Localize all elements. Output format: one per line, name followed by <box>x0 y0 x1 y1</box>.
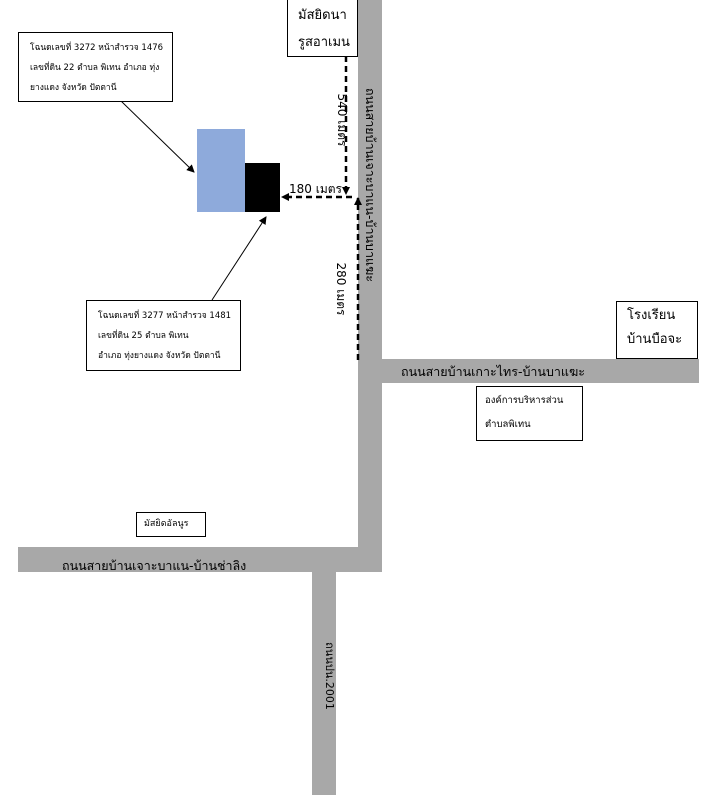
landmark-mosque-rusoamen: มัสยิดนา รูสอาเมน <box>287 0 358 57</box>
landmark-school-line1: โรงเรียน <box>627 308 676 323</box>
deed-upper-line3: ยางแดง จังหวัด ปัตตานี <box>30 83 117 93</box>
deed-box-lower: โฉนดเลขที่ 3277 หน้าสำรวจ 1481 เลขที่ดิน… <box>86 300 241 371</box>
landmark-tao-office-line2: ตำบลพิเทน <box>485 419 531 430</box>
landmark-mosque-rusoamen-line2: รูสอาเมน <box>298 35 350 50</box>
pointer-arrow-upper <box>119 99 195 173</box>
road-bottom-vertical <box>312 547 336 795</box>
landmark-school-line2: บ้านบือจะ <box>627 332 683 347</box>
deed-lower-line1: โฉนดเลขที่ 3277 หน้าสำรวจ 1481 <box>98 311 232 321</box>
pointer-arrow-lower <box>211 216 267 301</box>
landmark-mosque-rusoamen-line1: มัสยิดนา <box>298 8 347 23</box>
deed-lower-line3: อำเภอ ทุ่งยางแดง จังหวัด ปัตตานี <box>98 351 221 361</box>
landmark-tao-office-line1: องค์การบริหารส่วน <box>485 395 564 406</box>
landmark-school: โรงเรียน บ้านบือจะ <box>616 301 698 359</box>
distance-label-west: 180 เมตร <box>289 182 342 196</box>
road-main-vertical <box>358 0 382 572</box>
landmark-tao-office: องค์การบริหารส่วน ตำบลพิเทน <box>476 386 583 441</box>
land-plot-upper <box>197 129 245 212</box>
land-plot-lower <box>245 163 280 212</box>
road-middle-horizontal <box>358 359 699 383</box>
distance-label-north: 540 เมตร <box>335 93 349 147</box>
landmark-mosque-small: มัสยิดอัลนูร <box>136 512 206 537</box>
deed-upper-line2: เลขที่ดิน 22 ตำบล พิเทน อำเภอ ทุ่ง <box>30 63 160 73</box>
deed-upper-line1: โฉนดเลขที่ 3272 หน้าสำรวจ 1476 <box>30 43 164 53</box>
deed-box-upper: โฉนดเลขที่ 3272 หน้าสำรวจ 1476 เลขที่ดิน… <box>18 32 173 102</box>
road-label-bottom-horizontal: ถนนสายบ้านเจาะบาแน-บ้านช่าลิง <box>62 558 247 573</box>
road-label-middle-horizontal: ถนนสายบ้านเกาะไทร-บ้านบาแฆะ <box>401 364 585 379</box>
deed-lower-line2: เลขที่ดิน 25 ตำบล พิเทน <box>98 331 189 341</box>
distance-label-south: 280 เมตร <box>334 262 348 316</box>
